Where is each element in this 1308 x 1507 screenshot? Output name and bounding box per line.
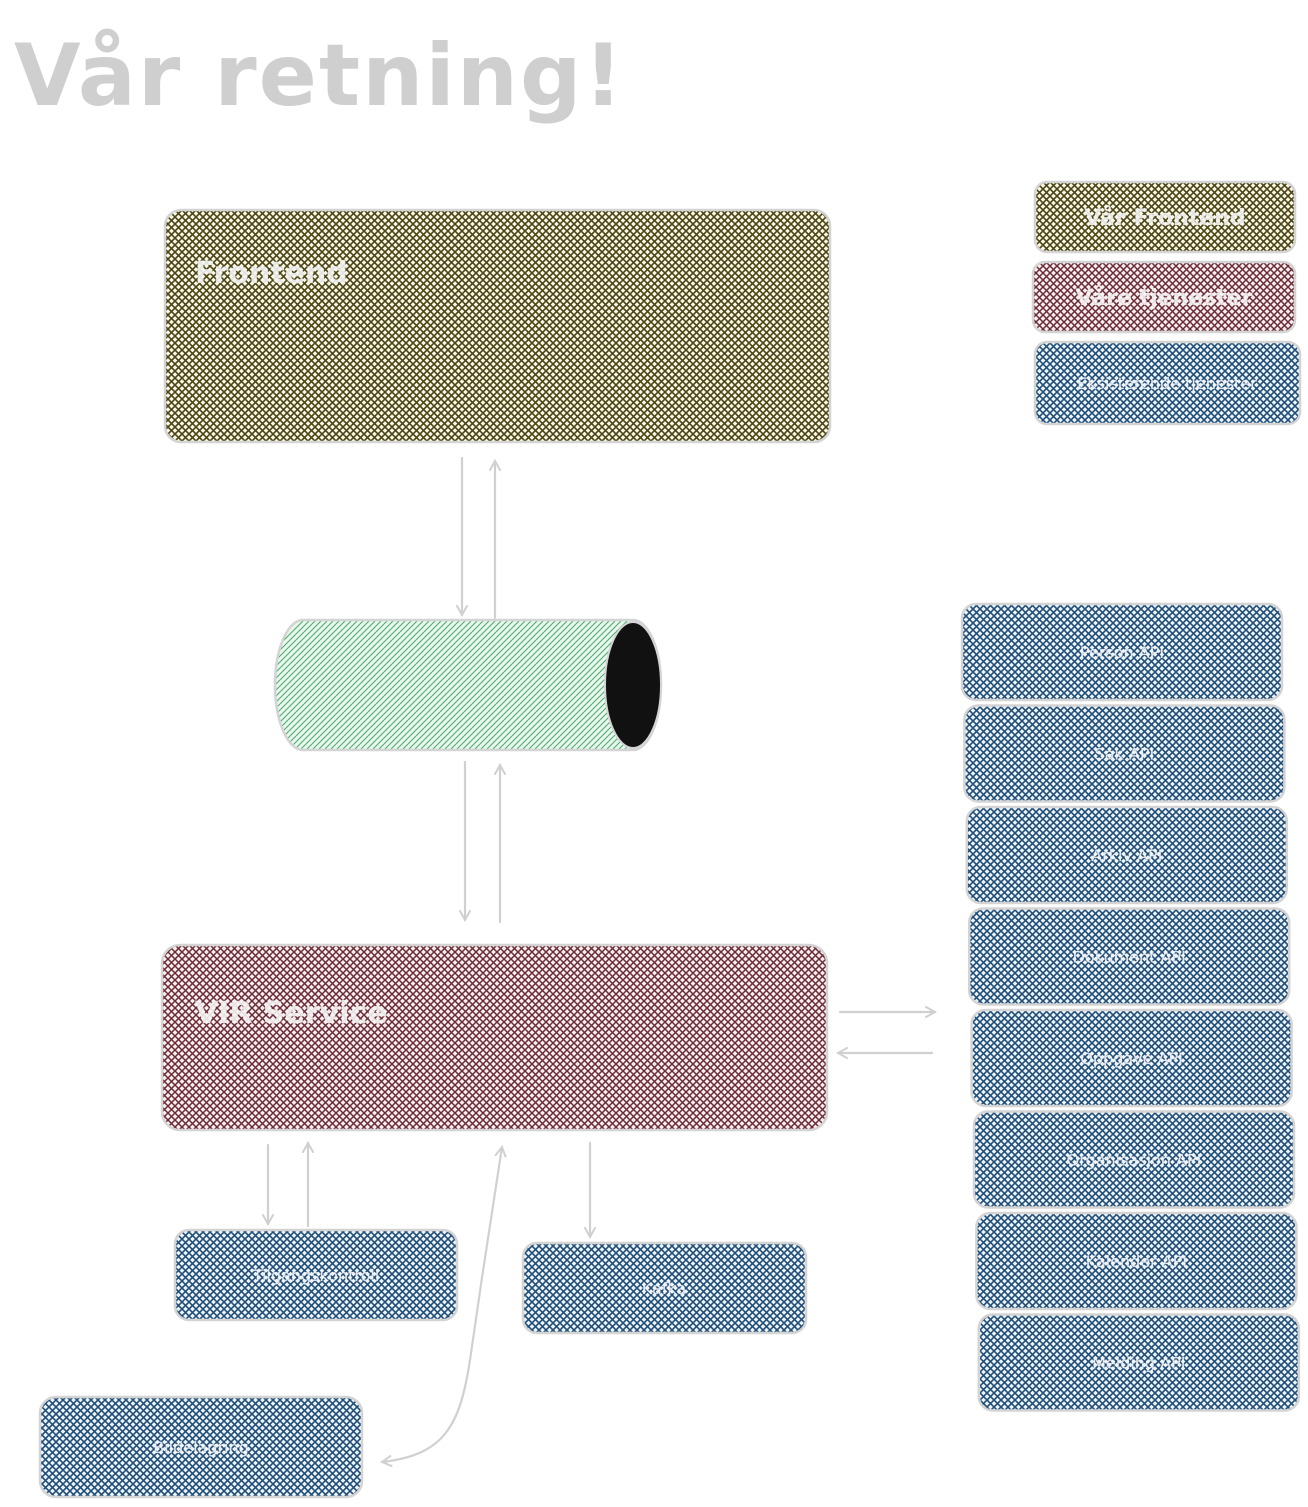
sub-box-2-label: Kafka bbox=[642, 1279, 686, 1298]
sub-box-1-label: Tilgangskontroll bbox=[252, 1266, 380, 1285]
api-box: Dokument API bbox=[967, 907, 1291, 1006]
cylinder-icon bbox=[273, 618, 663, 752]
api-box: Oppgave API bbox=[970, 1008, 1293, 1108]
sub-box-3: Bildelagring bbox=[38, 1395, 364, 1499]
api-box-label: Arkiv API bbox=[1091, 846, 1162, 865]
service-box-label: VIR Service bbox=[195, 996, 388, 1031]
api-box-label: Kalender API bbox=[1086, 1252, 1187, 1271]
page-title: Vår retning! bbox=[14, 26, 625, 126]
legend-service-label: Våre tjenester bbox=[1075, 285, 1252, 311]
api-box-label: Organisasjon API bbox=[1067, 1151, 1202, 1170]
service-box: VIR Service bbox=[160, 943, 829, 1132]
sub-box-1: Tilgangskontroll bbox=[173, 1228, 459, 1322]
api-stack: Person API Sak API Arkiv API Dokument API Op… bbox=[960, 602, 1301, 1412]
legend: Vår Frontend Våre tjenester Eksisterende… bbox=[1031, 180, 1302, 426]
arrow-service-sb3-curve bbox=[382, 1147, 502, 1462]
api-box: Kalender API bbox=[975, 1211, 1298, 1311]
legend-service: Våre tjenester bbox=[1031, 260, 1297, 334]
legend-frontend: Vår Frontend bbox=[1033, 180, 1297, 254]
api-box-label: Person API bbox=[1080, 643, 1164, 662]
legend-external: Eksisterende tjenester bbox=[1033, 340, 1302, 426]
api-box-label: Oppgave API bbox=[1080, 1049, 1183, 1068]
legend-frontend-label: Vår Frontend bbox=[1084, 205, 1245, 231]
legend-external-label: Eksisterende tjenester bbox=[1077, 374, 1257, 393]
frontend-box: Frontend bbox=[163, 208, 832, 444]
sub-box-2: Kafka bbox=[521, 1241, 808, 1335]
api-box-label: Melding API bbox=[1092, 1354, 1185, 1373]
api-box: Organisasjon API bbox=[972, 1110, 1296, 1209]
api-box-label: Dokument API bbox=[1073, 948, 1186, 967]
api-box-label: Sak API bbox=[1095, 745, 1155, 764]
sub-box-3-label: Bildelagring bbox=[153, 1438, 249, 1457]
frontend-box-label: Frontend bbox=[195, 256, 348, 291]
api-box: Melding API bbox=[977, 1313, 1301, 1412]
api-box: Arkiv API bbox=[965, 805, 1289, 905]
api-box: Person API bbox=[960, 602, 1284, 702]
api-box: Sak API bbox=[963, 704, 1286, 803]
